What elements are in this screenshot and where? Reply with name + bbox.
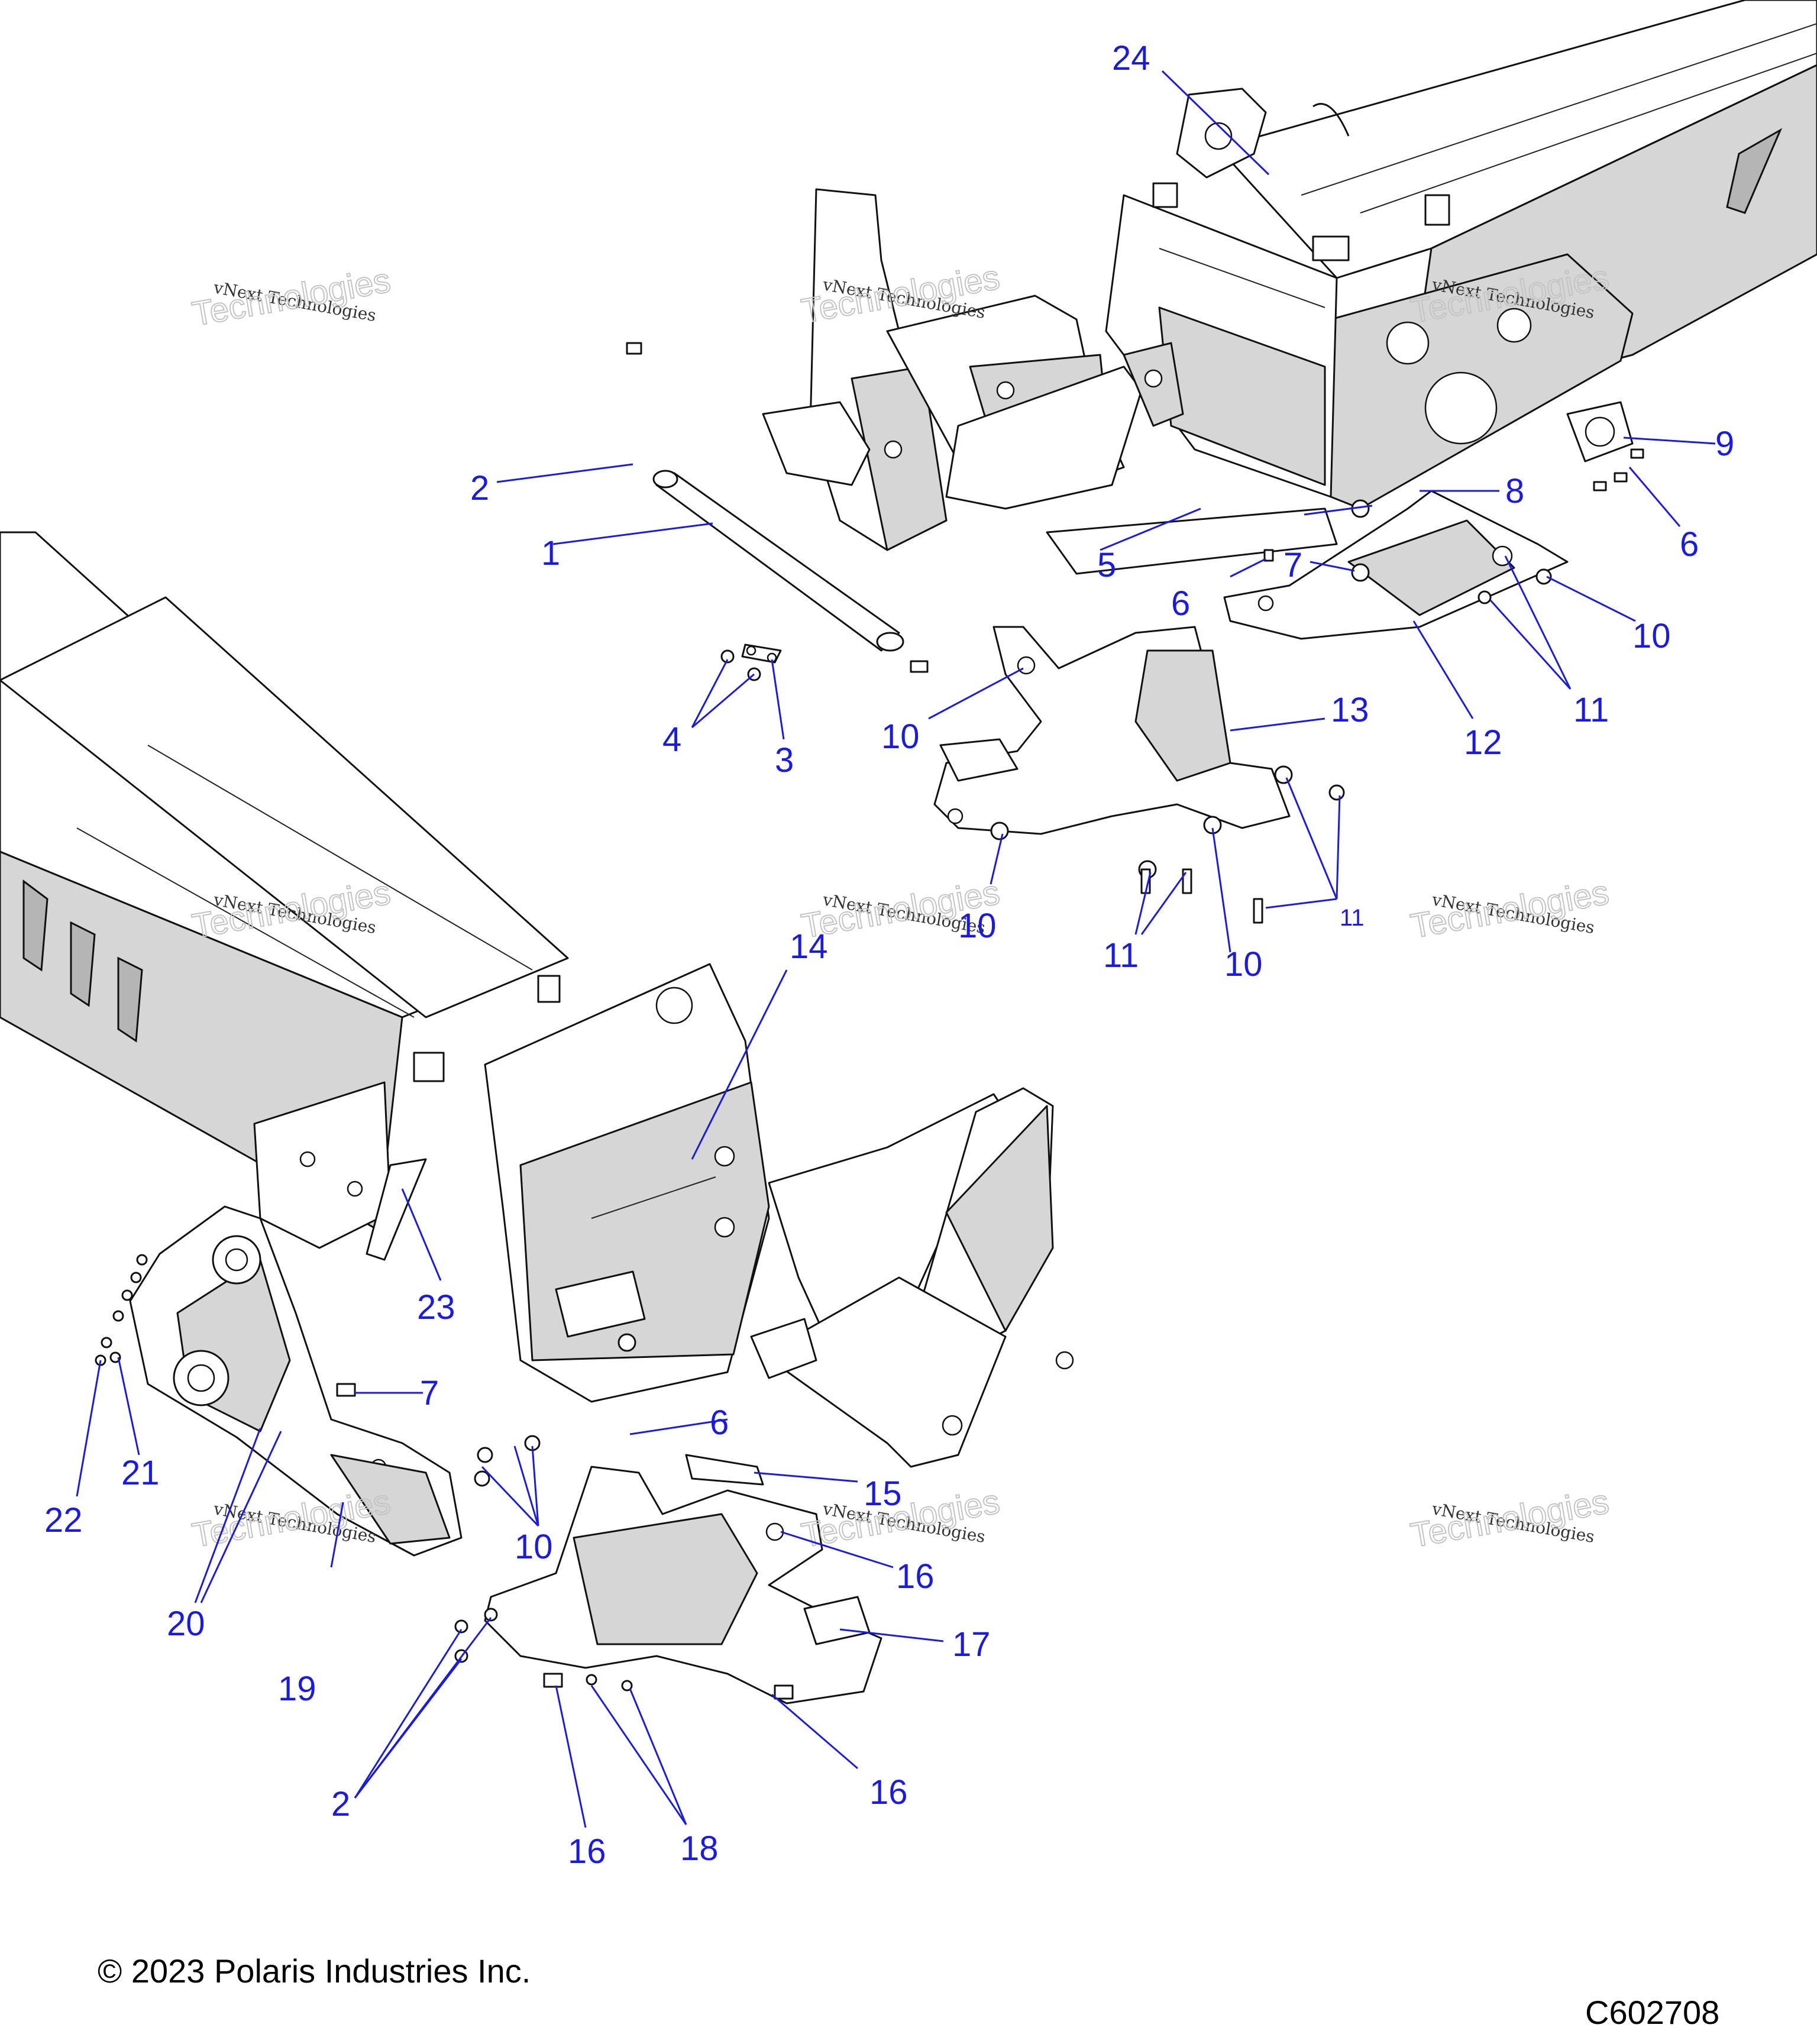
callout-11: 11 bbox=[1103, 936, 1139, 975]
callout-6: 6 bbox=[710, 1403, 729, 1442]
chaincase-plate-part bbox=[95, 1205, 463, 1557]
callout-16: 16 bbox=[869, 1773, 908, 1812]
callout-10: 10 bbox=[515, 1528, 553, 1566]
watermark: vNext Technologies Technologies bbox=[1407, 1482, 1612, 1555]
callout-14: 14 bbox=[790, 927, 828, 966]
copyright-text: © 2023 Polaris Industries Inc. bbox=[98, 1952, 531, 1990]
watermark: vNext Technologies Technologies bbox=[189, 1482, 394, 1555]
callout-10: 10 bbox=[958, 907, 997, 945]
callout-8: 8 bbox=[1505, 472, 1524, 510]
gasket-plate-part bbox=[1263, 401, 1644, 582]
callout-15: 15 bbox=[864, 1474, 902, 1513]
callout-10: 10 bbox=[1632, 617, 1671, 655]
small-strap-part bbox=[720, 643, 782, 681]
callout-2: 2 bbox=[331, 1785, 350, 1823]
callout-10: 10 bbox=[881, 717, 920, 756]
callout-9: 9 bbox=[1715, 425, 1734, 463]
callout-6: 6 bbox=[1680, 525, 1699, 564]
callout-2: 2 bbox=[470, 469, 489, 507]
callout-20: 20 bbox=[167, 1605, 205, 1643]
callout-1: 1 bbox=[541, 534, 560, 573]
diagram-code: C602708 bbox=[1585, 1994, 1720, 2031]
callout-11: 11 bbox=[1573, 691, 1609, 729]
watermark: vNext Technologies Technologies bbox=[1407, 872, 1612, 946]
watermark: vNext Technologies Technologies bbox=[189, 260, 394, 334]
callout-10: 10 bbox=[1224, 945, 1263, 984]
callout-23: 23 bbox=[417, 1288, 455, 1327]
lower-frame-part-13 bbox=[933, 626, 1345, 924]
callout-17: 17 bbox=[952, 1625, 991, 1664]
callout-labels: 24 9 8 6 7 6 5 10 11 12 13 10 10 11 10 1… bbox=[44, 39, 1734, 1871]
callout-6: 6 bbox=[1171, 584, 1190, 623]
lower-frame-part-17 bbox=[454, 1435, 882, 1705]
callout-16: 16 bbox=[896, 1557, 935, 1596]
callout-7: 7 bbox=[1283, 546, 1302, 584]
callout-19: 19 bbox=[278, 1670, 316, 1708]
callout-12: 12 bbox=[1464, 723, 1502, 762]
callout-24: 24 bbox=[1112, 39, 1150, 77]
callout-7: 7 bbox=[420, 1374, 439, 1412]
callout-3: 3 bbox=[775, 741, 794, 780]
callout-5: 5 bbox=[1097, 546, 1116, 584]
callout-13: 13 bbox=[1331, 691, 1369, 729]
callout-11: 11 bbox=[1340, 905, 1365, 931]
rear-bracket-part bbox=[1223, 490, 1569, 640]
callout-18: 18 bbox=[680, 1829, 719, 1868]
lower-chassis-assembly bbox=[0, 531, 1074, 1468]
callout-4: 4 bbox=[662, 720, 681, 759]
callout-16: 16 bbox=[568, 1832, 606, 1871]
callout-22: 22 bbox=[44, 1501, 83, 1540]
leader-lines bbox=[76, 70, 1716, 1828]
cross-shaft-part bbox=[626, 342, 929, 673]
callout-21: 21 bbox=[121, 1454, 160, 1492]
upper-chassis-assembly bbox=[762, 0, 1817, 575]
